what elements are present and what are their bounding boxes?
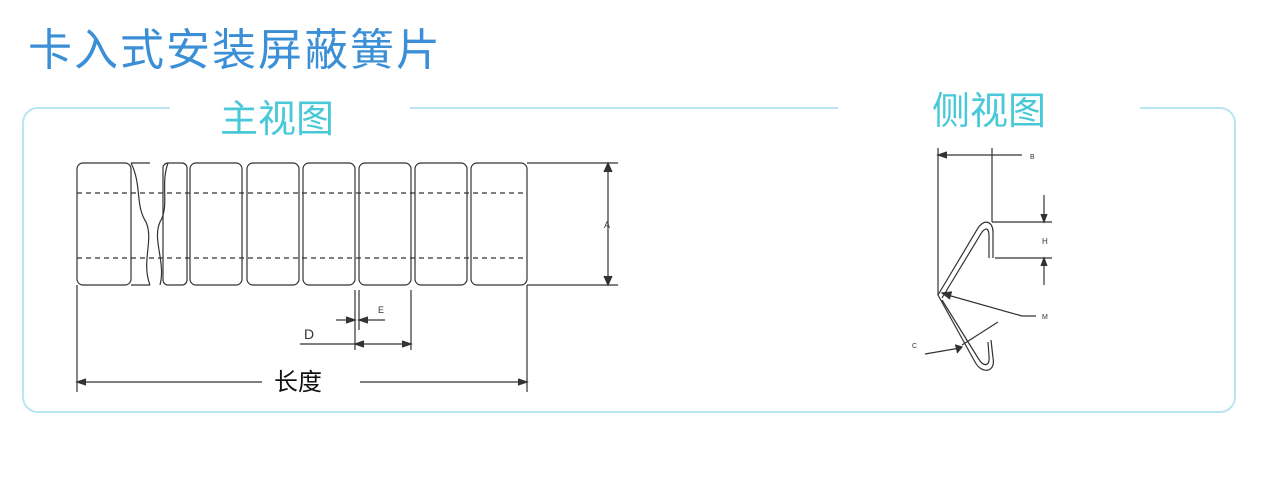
- page-title: 卡入式安装屏蔽簧片: [28, 25, 442, 76]
- dim-B-label: B: [1030, 154, 1035, 161]
- dim-E-label: E: [378, 305, 384, 315]
- clip-profile-upper: [937, 221, 994, 296]
- spring-finger-4: [246, 162, 300, 286]
- side-view-drawing: [924, 148, 1052, 371]
- dim-M-label: M: [1042, 314, 1048, 321]
- spring-finger-5: [302, 162, 356, 286]
- spring-finger-8: [470, 162, 528, 286]
- spring-finger-6: [358, 162, 412, 286]
- diagram-frame: [22, 107, 1236, 413]
- clip-profile-outer: [937, 148, 994, 371]
- front-view-label: 主视图: [210, 88, 345, 143]
- break-line-1: [130, 162, 151, 286]
- spring-finger-2: [162, 162, 188, 286]
- dim-D-label: D: [304, 326, 314, 342]
- dim-H-label: H: [1042, 237, 1048, 246]
- break-line-2: [156, 162, 169, 286]
- dim-C-label: C: [912, 343, 917, 350]
- dim-A-label: A: [604, 220, 610, 230]
- dim-M-leader: [943, 293, 1036, 317]
- length-label: 长度: [274, 368, 322, 396]
- front-view-drawing: [75, 161, 618, 392]
- spring-finger-1: [76, 162, 132, 286]
- side-view-label: 侧视图: [922, 80, 1057, 135]
- dim-C-leader: [924, 347, 961, 355]
- spring-finger-3: [189, 162, 243, 286]
- spring-finger-7: [414, 162, 468, 286]
